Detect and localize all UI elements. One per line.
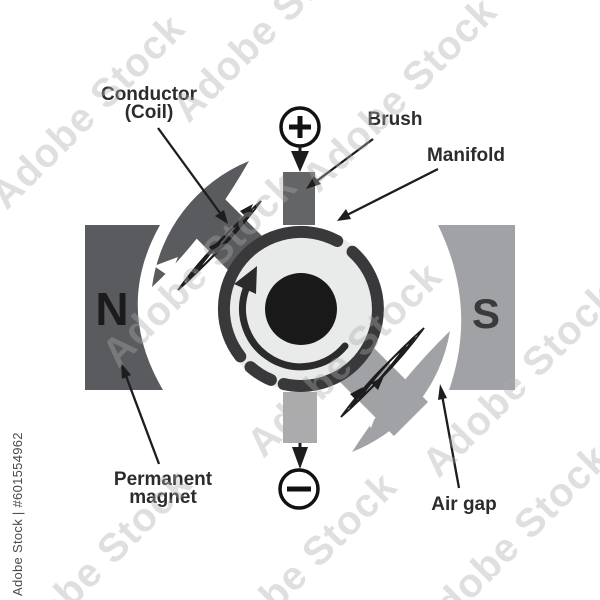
rotation-arrow-icon [234, 266, 257, 294]
conductor-leader-arrow-icon [215, 210, 228, 224]
south-magnet-shape [438, 225, 515, 390]
current-arrow-icon [350, 387, 363, 401]
manifold-leader-arrow-icon [337, 209, 351, 221]
plus-arrow-icon [291, 151, 309, 172]
manifold-label: Manifold [426, 145, 506, 166]
airgap-leader-arrow-icon [438, 384, 447, 400]
current-arrow-icon [240, 204, 253, 218]
plus-terminal-icon [279, 106, 321, 148]
upper-left-pole-notch [154, 257, 178, 277]
brush-label: Brush [367, 109, 423, 130]
permanent-magnet-label-line2: magnet [129, 487, 197, 508]
bottom-brush [283, 392, 317, 443]
permanent-magnet-label: Permanent magnet [113, 469, 213, 508]
minus-terminal-icon [278, 468, 320, 510]
current-arrow-icon [209, 240, 222, 254]
commutator-segment-right [277, 245, 384, 392]
permanent-magnet-label-line1: Permanent [113, 469, 213, 490]
rotation-arrow-arc [239, 285, 349, 371]
commutator-segment-short [244, 361, 277, 386]
north-magnet-shape [85, 225, 163, 390]
conductor-label-line2: (Coil) [124, 102, 174, 123]
top-brush [283, 172, 315, 225]
north-pole-letter: N [95, 283, 128, 335]
lower-right-pole-notch [360, 410, 376, 428]
watermark-credit: Adobe Stock | #601554962 [10, 432, 25, 596]
current-arrow-icon [371, 376, 384, 390]
commutator-segment-left [217, 225, 344, 363]
brush-leader-arrow-icon [306, 176, 321, 189]
conductor-label: Conductor (Coil) [100, 84, 198, 123]
rotor-shaft [265, 273, 337, 345]
magnet-leader-arrow-icon [121, 363, 131, 379]
leader-lines [124, 127, 461, 489]
south-pole-letter: S [472, 290, 500, 337]
conductor-label-line1: Conductor [100, 84, 198, 105]
minus-arrow-icon [292, 447, 308, 469]
air-gap-label: Air gap [431, 494, 497, 515]
